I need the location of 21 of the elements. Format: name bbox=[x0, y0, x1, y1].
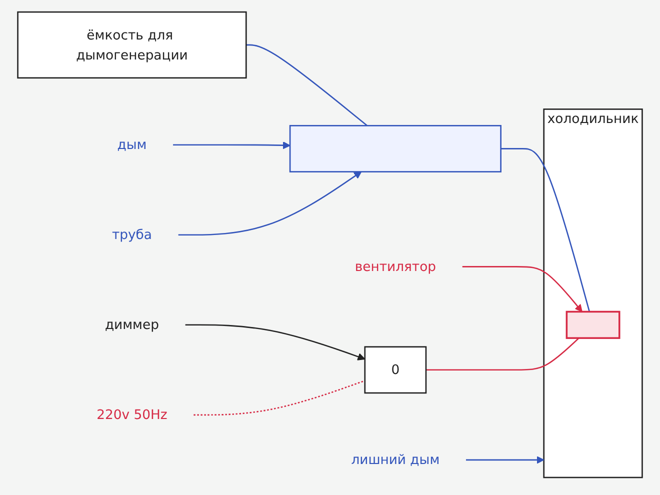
node-text: дым bbox=[117, 136, 147, 153]
node-box bbox=[364, 346, 427, 394]
arrow bbox=[173, 141, 290, 150]
node-box bbox=[17, 11, 247, 79]
arrow bbox=[185, 324, 366, 360]
diagram-drawing: холодильник ёмкость для дымогенерации 0 дым лишний дым труба вентилятор диммер 220v 50Hz bbox=[5, 5, 655, 490]
cluster bbox=[543, 108, 643, 478]
connector bbox=[246, 44, 368, 126]
connector bbox=[194, 380, 366, 416]
arrow bbox=[178, 171, 362, 236]
node-text: 220v 50Hz bbox=[96, 406, 168, 423]
connector bbox=[426, 338, 580, 371]
node-box bbox=[566, 310, 620, 339]
node-text: диммер bbox=[104, 316, 159, 333]
node-text: лишний дым bbox=[351, 452, 440, 468]
node-text: труба bbox=[112, 226, 152, 243]
arrow bbox=[466, 456, 544, 464]
node-text: вентилятор bbox=[354, 258, 436, 274]
connector bbox=[500, 148, 590, 312]
node-bar bbox=[289, 124, 502, 172]
arrow bbox=[462, 266, 582, 312]
